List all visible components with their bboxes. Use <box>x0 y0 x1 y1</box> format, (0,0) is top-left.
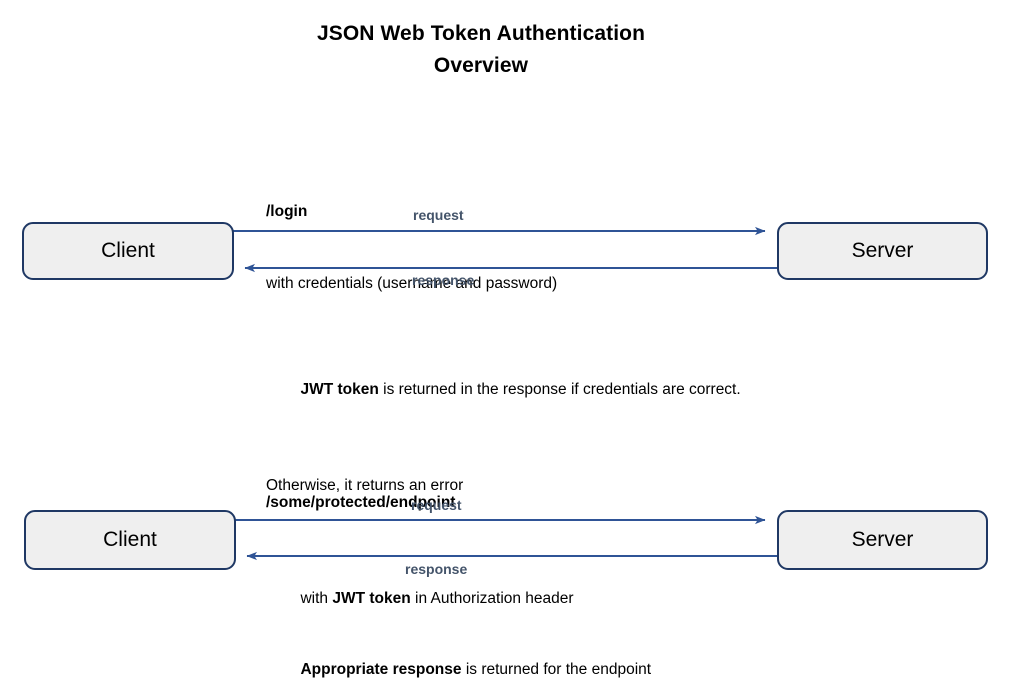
protected-endpoint-path: /some/protected/endpoint <box>266 494 456 511</box>
client-node-1-label: Client <box>101 239 155 262</box>
login-request-note: /login with credentials (username and pa… <box>266 152 557 344</box>
server-node-2[interactable]: Server <box>777 510 988 570</box>
jwt-token-emphasis-2: JWT token <box>332 590 411 607</box>
client-node-2[interactable]: Client <box>24 510 236 570</box>
login-endpoint-path: /login <box>266 203 308 220</box>
protected-header-pre: with <box>300 590 333 607</box>
title-line-2: Overview <box>433 54 529 77</box>
arrow-label-request-1: request <box>413 207 464 223</box>
arrow-label-request-2: request <box>411 497 462 513</box>
server-node-1-label: Server <box>851 239 914 262</box>
client-node-2-label: Client <box>103 528 157 551</box>
protected-response-note: Appropriate response is returned for the… <box>266 586 651 683</box>
server-node-2-label: Server <box>851 528 914 551</box>
arrow-label-response-1: response <box>412 272 475 288</box>
protected-header-post: in Authorization header <box>410 590 574 607</box>
login-credentials-text: with credentials (username and password) <box>266 275 558 292</box>
login-response-text: is returned in the response if credentia… <box>378 381 741 398</box>
login-error-text: Otherwise, it returns an error <box>266 477 464 494</box>
protected-response-text: is returned for the endpoint <box>461 661 652 678</box>
jwt-token-emphasis-1: JWT token <box>300 381 379 398</box>
page-title: JSON Web Token Authentication Overview <box>0 18 962 82</box>
arrow-label-response-2: response <box>405 561 468 577</box>
server-node-1[interactable]: Server <box>777 222 988 280</box>
title-line-1: JSON Web Token Authentication <box>316 22 646 45</box>
login-response-note: JWT token is returned in the response if… <box>266 306 741 546</box>
protected-request-note: /some/protected/endpoint with JWT token … <box>266 443 574 683</box>
client-node-1[interactable]: Client <box>22 222 234 280</box>
appropriate-response-emphasis: Appropriate response <box>300 661 462 678</box>
